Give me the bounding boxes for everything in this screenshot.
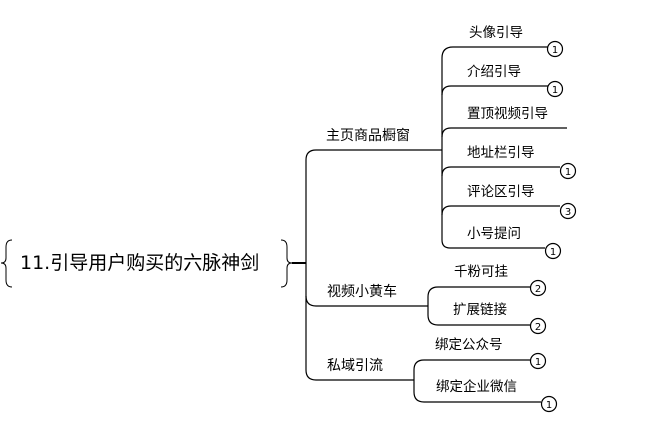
branch-node-shop-window[interactable]: 主页商品橱窗 [326,128,410,144]
leaf-node-alt-account[interactable]: 小号提问 [467,226,521,242]
svg-text:2: 2 [535,322,541,333]
badge-comment: 3 [559,202,577,220]
leaf-node-comment-area[interactable]: 评论区引导 [467,184,535,200]
badge-address: 1 [559,162,577,180]
badge-wecom: 1 [540,395,558,413]
badge-avatar: 1 [546,40,564,58]
svg-text:1: 1 [550,247,556,258]
branch-underline-shop [305,149,442,161]
leaf-node-intro[interactable]: 介绍引导 [467,64,521,80]
svg-text:2: 2 [535,284,541,295]
root-bracket-left [0,239,13,288]
leaf-node-extended-link[interactable]: 扩展链接 [453,302,507,318]
badge-link: 2 [529,317,547,335]
leaf-underline-link [427,314,530,326]
leaf-node-pinned-video[interactable]: 置顶视频引导 [467,106,548,122]
branch-node-video-cart[interactable]: 视频小黄车 [327,284,397,300]
branch-node-private-traffic[interactable]: 私域引流 [327,358,383,374]
leaf-node-avatar[interactable]: 头像引导 [469,25,523,41]
svg-text:3: 3 [565,207,571,218]
svg-text:1: 1 [546,400,552,411]
branch-underline-cart [305,295,428,307]
svg-text:1: 1 [535,357,541,368]
leaf-underline-wecom [413,391,541,403]
leaf-node-address-bar[interactable]: 地址栏引导 [467,145,535,161]
leaf-underline-fans [427,286,530,298]
badge-intro: 1 [546,80,564,98]
svg-text:1: 1 [552,45,558,56]
leaf-node-fans-mount[interactable]: 千粉可挂 [454,264,508,280]
root-bracket-right [280,239,293,288]
leaf-node-wecom[interactable]: 绑定企业微信 [436,379,517,395]
branch-underline-private [305,369,414,381]
root-node-title[interactable]: 11.引导用户购买的六脉神剑 [20,252,260,274]
leaf-underline-pinned [441,127,567,138]
leaf-node-official-account[interactable]: 绑定公众号 [435,337,503,353]
leaf-underline-intro [441,85,550,96]
badge-alt-account: 1 [544,242,562,260]
leaf-underline-address [441,166,560,177]
svg-text:1: 1 [552,85,558,96]
badge-official-account: 1 [529,352,547,370]
leaf-underline-avatar [441,46,550,59]
leaf-underline-official-account [413,359,530,371]
badge-fans: 2 [529,279,547,297]
leaf-underline-comment [441,205,560,216]
svg-text:1: 1 [565,167,571,178]
leaf-underline-alt-account [441,239,545,249]
